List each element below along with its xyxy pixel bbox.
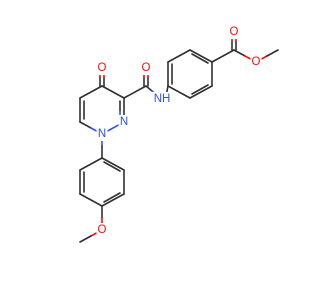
aryl-bond (167, 49, 191, 63)
amide-bond (123, 85, 147, 99)
ketone-oxygen-label-bg (96, 61, 108, 75)
aryl-bond (79, 157, 103, 171)
aryl-bond (189, 49, 213, 63)
amide-oxygen-label-bg (140, 61, 152, 75)
ketone-oxygen-label: O (98, 62, 107, 74)
aryl-bond (101, 157, 125, 171)
ester-o-bond (233, 49, 246, 57)
aryl-double-bond (191, 53, 209, 64)
amide-oxygen-label: O (142, 62, 151, 74)
amide-n-bond (145, 85, 153, 92)
aryl-bond (101, 193, 125, 207)
ester-oxygen-label: O (252, 56, 261, 68)
aryl-bond (167, 85, 191, 99)
ring-nitrogen-1-label-bg (96, 127, 108, 141)
amide-nh-label-bg (152, 92, 172, 106)
ring-nitrogen-1-label: N (98, 128, 106, 140)
ring-bond (101, 85, 125, 99)
ester-carbonyl-oxygen-label: O (230, 26, 239, 38)
methoxy-methyl-bond (79, 235, 92, 243)
ring-nitrogen-2-label: N (120, 116, 128, 128)
ester-oxygen-label-bg (250, 55, 262, 69)
ring-bond (79, 85, 103, 99)
aryl-bond (189, 85, 213, 99)
ester-carbonyl-oxygen-label-bg (228, 25, 240, 39)
methoxy-oxygen-label: O (98, 224, 107, 236)
nh-aryl-bond (166, 85, 169, 92)
methoxy-oxygen-label-bg (96, 223, 108, 237)
aryl-double-bond (103, 192, 121, 203)
amide-nh-label: NH (154, 93, 171, 105)
aryl-double-bond (103, 161, 121, 172)
aryl-bond (79, 193, 103, 207)
molecule-structure: O O NH N N O O O (79, 25, 279, 243)
ester-bond (211, 49, 235, 63)
aryl-double-bond (191, 84, 209, 95)
methyl-bond (266, 49, 279, 57)
ring-bond (79, 121, 92, 129)
ring-nitrogen-2-label-bg (118, 115, 130, 129)
